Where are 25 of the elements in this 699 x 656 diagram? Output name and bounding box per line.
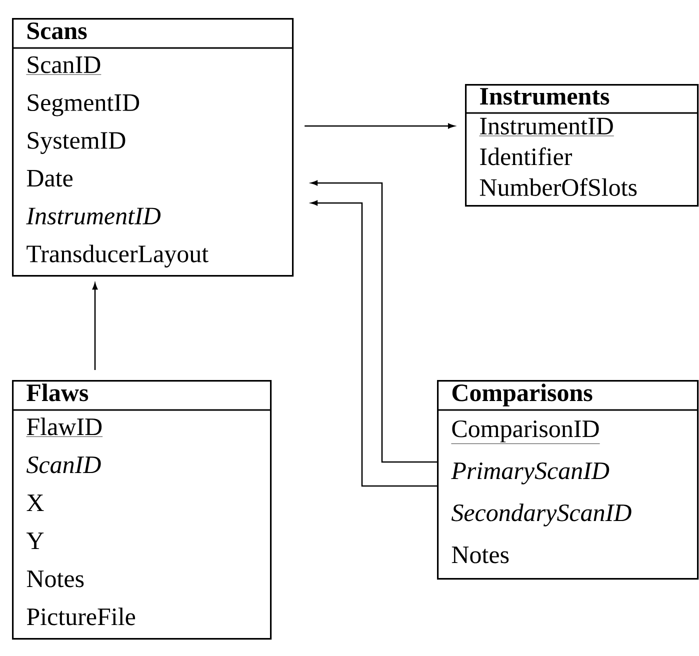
column-name: InstrumentID <box>479 118 614 136</box>
column-name: FlawID <box>26 418 103 437</box>
column-name: Y <box>26 532 44 549</box>
column-name: PrimaryScanID <box>451 462 610 484</box>
table-heading: Instruments <box>480 88 610 105</box>
column-name: TransducerLayout <box>26 244 208 268</box>
table-heading: Comparisons <box>452 384 592 406</box>
arrow <box>92 282 98 370</box>
table-heading: Scans <box>28 22 87 40</box>
column-name: NumberOfSlots <box>480 178 637 196</box>
column-name: Notes <box>26 570 84 588</box>
column-name: SegmentID <box>28 94 140 116</box>
column-name: Notes <box>452 546 509 564</box>
table-heading: Flaws <box>26 384 88 402</box>
arrow <box>304 123 455 129</box>
column-name: Date <box>26 170 73 187</box>
column-name: ComparisonID <box>451 420 600 444</box>
column-name: Identifier <box>480 147 572 166</box>
column-name: SystemID <box>28 132 126 154</box>
column-name: SecondaryScanID <box>452 504 632 526</box>
column-name: X <box>26 494 44 511</box>
column-name: ScanID <box>26 56 102 75</box>
column-name: PictureFile <box>26 608 136 626</box>
column-name: InstrumentID <box>26 208 161 224</box>
column-name: ScanID <box>26 456 101 474</box>
